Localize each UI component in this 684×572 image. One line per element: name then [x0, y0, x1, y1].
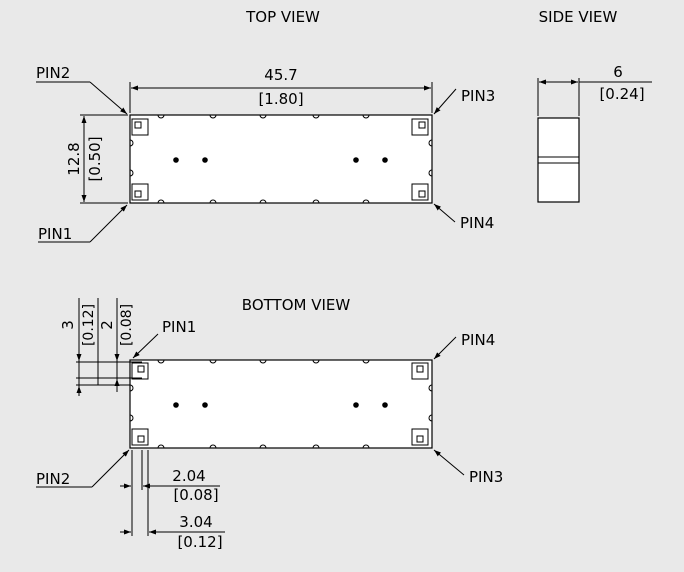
pin-pad-inner [418, 121, 426, 129]
top-pin-label-bl: PIN1 [38, 225, 72, 243]
top-width-in: [0.50] [86, 136, 104, 181]
top-length-mm: 45.7 [264, 66, 297, 84]
bottom-pin-w1-in: [0.08] [173, 486, 218, 504]
pin-pad-inner [418, 190, 426, 198]
bottom-pin-label-tl: PIN1 [162, 318, 196, 336]
bottom-offset-dimensions: 3 [0.12] 2 [0.08] [59, 298, 142, 396]
side-view-body [537, 117, 580, 203]
pin-pad-inner [134, 121, 142, 129]
bottom-pin-w2-mm: 3.04 [179, 513, 212, 531]
bottom-pin-label-bl: PIN2 [36, 470, 70, 488]
top-view-holes [173, 157, 388, 163]
bottom-pin-width-dimensions: 2.04 [0.08] 3.04 [0.12] [120, 450, 225, 551]
top-view-notches [129, 114, 433, 204]
side-view: 6 [0.24] [537, 63, 652, 203]
pin-pad-inner [137, 365, 145, 373]
bottom-view-holes [173, 402, 388, 408]
bottom-pin-w1-mm: 2.04 [172, 467, 205, 485]
bottom-view-title: BOTTOM VIEW [242, 296, 351, 314]
top-pin-label-tl: PIN2 [36, 64, 70, 82]
bottom-pin-w2-in: [0.12] [177, 533, 222, 551]
pin-pad-inner [416, 365, 424, 373]
bottom-offset-b-in: [0.08] [119, 304, 135, 346]
pin-pad-inner [416, 435, 424, 443]
top-pin-label-tr: PIN3 [461, 87, 495, 105]
pin-pad-inner [137, 435, 145, 443]
top-view-pins [131, 118, 429, 201]
top-width-dimension: 12.8 [0.50] [65, 114, 128, 204]
bottom-offset-b-mm: 2 [98, 320, 116, 330]
bottom-view-pins [131, 362, 429, 446]
bottom-view-body [129, 359, 433, 449]
side-height-mm: 6 [613, 63, 623, 81]
top-view: 45.7 [1.80] 12.8 [0.50] PIN2 PIN3 PIN1 P… [36, 64, 495, 243]
top-view-title: TOP VIEW [245, 8, 320, 26]
top-length-in: [1.80] [258, 90, 303, 108]
top-pin-callouts: PIN2 PIN3 PIN1 PIN4 [36, 64, 495, 243]
top-length-dimension: 45.7 [1.80] [129, 66, 433, 113]
top-view-body [129, 114, 433, 204]
bottom-view-notches [129, 359, 433, 449]
bottom-offset-a-mm: 3 [59, 320, 77, 330]
bottom-offset-a-in: [0.12] [81, 304, 97, 346]
bottom-pin-callouts: PIN1 PIN4 PIN2 PIN3 [36, 318, 503, 488]
top-pin-label-br: PIN4 [460, 214, 494, 232]
bottom-pin-label-br: PIN3 [469, 468, 503, 486]
bottom-pin-label-tr: PIN4 [461, 331, 495, 349]
top-width-mm: 12.8 [65, 142, 83, 175]
side-height-in: [0.24] [599, 85, 644, 103]
bottom-view: 3 [0.12] 2 [0.08] 2.04 [0.08] 3.04 [0.12… [36, 298, 503, 551]
pin-pad-inner [134, 190, 142, 198]
side-view-title: SIDE VIEW [539, 8, 618, 26]
